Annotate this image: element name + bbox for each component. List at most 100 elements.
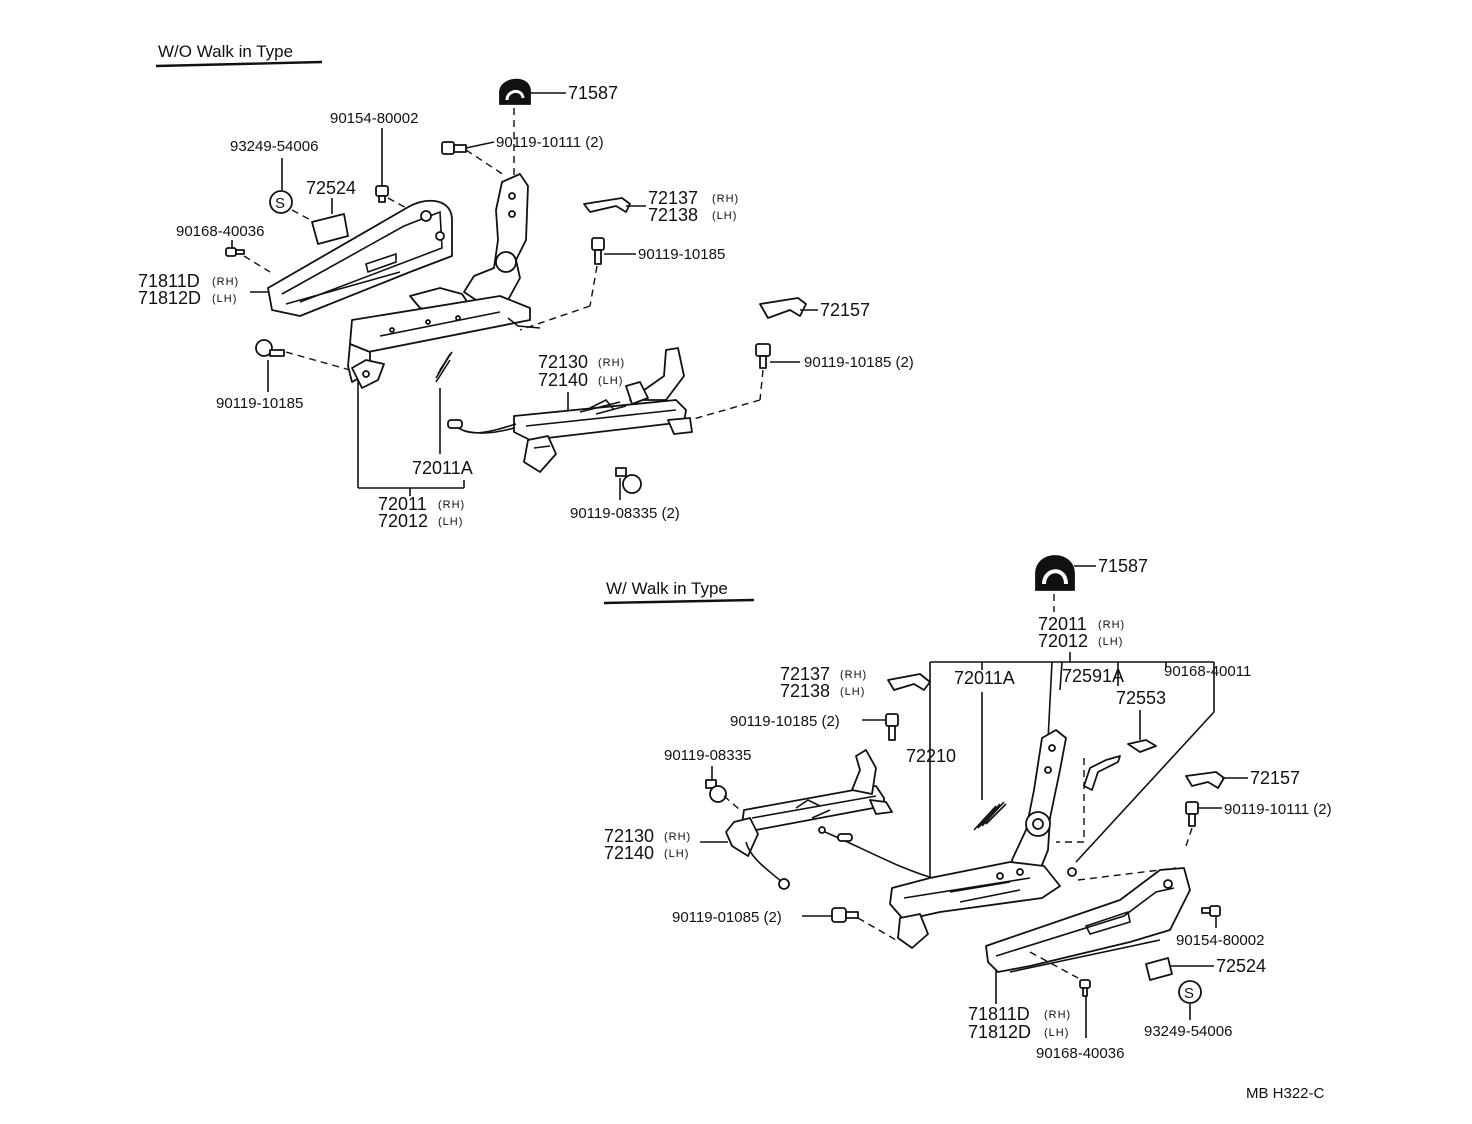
- label-93249-54006-b: 93249-54006: [1144, 1023, 1232, 1040]
- part-bolt-90119-10185-b: [885, 713, 899, 741]
- part-bolt-90119-10111-b: [1185, 801, 1199, 827]
- part-stamp-93249-54006-b: [1178, 980, 1202, 1004]
- label-90119-01085-2: 90119-01085 (2): [672, 909, 782, 926]
- label-72011A: 72011A: [412, 458, 473, 478]
- label-72591A: 72591A: [1062, 666, 1124, 686]
- label-71811D: 71811D: [138, 271, 200, 291]
- label-71587: 71587: [568, 83, 618, 103]
- label-90168-40011: 90168-40011: [1164, 663, 1251, 680]
- label-90119-08335: 90119-08335 (2): [570, 505, 680, 522]
- label-90119-10185-a: 90119-10185: [638, 246, 725, 263]
- section-without-walk-in: W/O Walk in Type 71587 90119-10111 (2) 9…: [138, 42, 914, 531]
- part-screw-90154-80002-b: [1201, 905, 1221, 917]
- label-71812D-b-side: (LH): [1044, 1027, 1069, 1039]
- part-bolt-90119-08335: [615, 467, 642, 494]
- part-bolt-90119-10185-pair: [755, 343, 771, 369]
- part-72553: [1127, 739, 1157, 753]
- label-72138-b: 72138: [780, 681, 830, 701]
- part-71587-cap-b: [1035, 555, 1075, 591]
- part-71587-cap: [499, 78, 531, 105]
- label-90119-10111-2-b: 90119-10111 (2): [1224, 801, 1332, 818]
- label-72012-side: (LH): [438, 516, 463, 528]
- stamp-letter: S: [275, 195, 285, 212]
- label-72210: 72210: [906, 746, 956, 766]
- section-with-walk-in: W/ Walk in Type 71587 72011 (RH) 72012 (…: [603, 555, 1332, 1062]
- part-72137-cover-b: [887, 673, 931, 691]
- label-90154-80002: 90154-80002: [330, 110, 418, 127]
- label-72138-side: (LH): [712, 210, 737, 222]
- part-72591A-lever: [1083, 755, 1121, 791]
- part-screw-90168-40036: [225, 247, 245, 257]
- label-72011-b-side: (RH): [1098, 619, 1125, 631]
- label-72140-b-side: (LH): [664, 848, 689, 860]
- label-71812D: 71812D: [138, 288, 201, 308]
- part-71811D-side-cover: [267, 199, 453, 317]
- part-72524-pad: [311, 213, 349, 245]
- label-90119-10185-2-b: 90119-10185 (2): [730, 713, 840, 730]
- label-72011-side: (RH): [438, 499, 465, 511]
- label-72137-b-side: (RH): [840, 669, 867, 681]
- part-72157-cover-b: [1185, 771, 1225, 789]
- label-72140-side: (LH): [598, 375, 623, 387]
- part-bolt-90119-01085: [831, 907, 859, 923]
- title-underline: [155, 60, 323, 68]
- label-72012-b-side: (LH): [1098, 636, 1123, 648]
- label-71811D-side: (RH): [212, 276, 239, 288]
- label-72157-b: 72157: [1250, 768, 1300, 788]
- part-screw-90168-40036-b: [1079, 979, 1091, 997]
- part-72011-recliner-b: [889, 729, 1067, 949]
- label-72137: 72137: [648, 188, 698, 208]
- label-90154-80002-b: 90154-80002: [1176, 932, 1264, 949]
- part-bolt-90119-08335-b: [705, 779, 727, 803]
- label-72130-side: (RH): [598, 357, 625, 369]
- part-72524-pad-b: [1145, 957, 1173, 981]
- label-93249-54006: 93249-54006: [230, 138, 318, 155]
- label-72157: 72157: [820, 300, 870, 320]
- label-72524: 72524: [306, 178, 356, 198]
- part-72011-recliner: [347, 173, 541, 389]
- label-90119-10185-b: 90119-10185: [216, 395, 303, 412]
- part-72011A-spring-b: [973, 801, 1007, 831]
- part-72011A-spring: [435, 351, 453, 383]
- part-bolt-90119-10185: [591, 237, 605, 265]
- label-72138-b-side: (LH): [840, 686, 865, 698]
- part-71811D-side-cover-b: [985, 867, 1191, 973]
- label-71811D-b: 71811D: [968, 1004, 1030, 1024]
- label-90119-10111: 90119-10111 (2): [496, 134, 604, 151]
- label-72011A-b: 72011A: [954, 668, 1015, 688]
- label-90119-10185-2: 90119-10185 (2): [804, 354, 914, 371]
- part-stamp-93249-54006: [269, 190, 293, 214]
- part-72130-seat-track-b: [725, 749, 893, 890]
- label-72137-b: 72137: [780, 664, 830, 684]
- label-72130: 72130: [538, 352, 588, 372]
- label-71587-b: 71587: [1098, 556, 1148, 576]
- label-72140: 72140: [538, 370, 588, 390]
- section-title-with-walk-in: W/ Walk in Type: [606, 579, 728, 598]
- label-72130-b: 72130: [604, 826, 654, 846]
- label-72553: 72553: [1116, 688, 1166, 708]
- label-90168-40036: 90168-40036: [176, 223, 264, 240]
- label-72524-b: 72524: [1216, 956, 1266, 976]
- label-72012: 72012: [378, 511, 428, 531]
- part-screw-90154-80002: [375, 185, 389, 203]
- label-90119-08335-b: 90119-08335: [664, 747, 751, 764]
- diagram-code: MB H322-C: [1246, 1085, 1325, 1102]
- part-72137-cover: [583, 197, 631, 213]
- label-72138: 72138: [648, 205, 698, 225]
- part-72157-cover: [759, 297, 807, 319]
- label-71811D-b-side: (RH): [1044, 1009, 1071, 1021]
- part-bolt-90119-10185-left: [255, 339, 285, 357]
- part-72130-seat-track: [447, 347, 693, 473]
- label-72137-side: (RH): [712, 193, 739, 205]
- label-90168-40036-b: 90168-40036: [1036, 1045, 1124, 1062]
- label-72130-b-side: (RH): [664, 831, 691, 843]
- part-bolt-90119-10111: [441, 141, 467, 155]
- label-71812D-side: (LH): [212, 293, 237, 305]
- section-title-without-walk-in: W/O Walk in Type: [158, 42, 293, 61]
- label-72011: 72011: [378, 494, 427, 514]
- stamp-letter-b: S: [1184, 985, 1194, 1002]
- label-72140-b: 72140: [604, 843, 654, 863]
- label-72011-b: 72011: [1038, 614, 1087, 634]
